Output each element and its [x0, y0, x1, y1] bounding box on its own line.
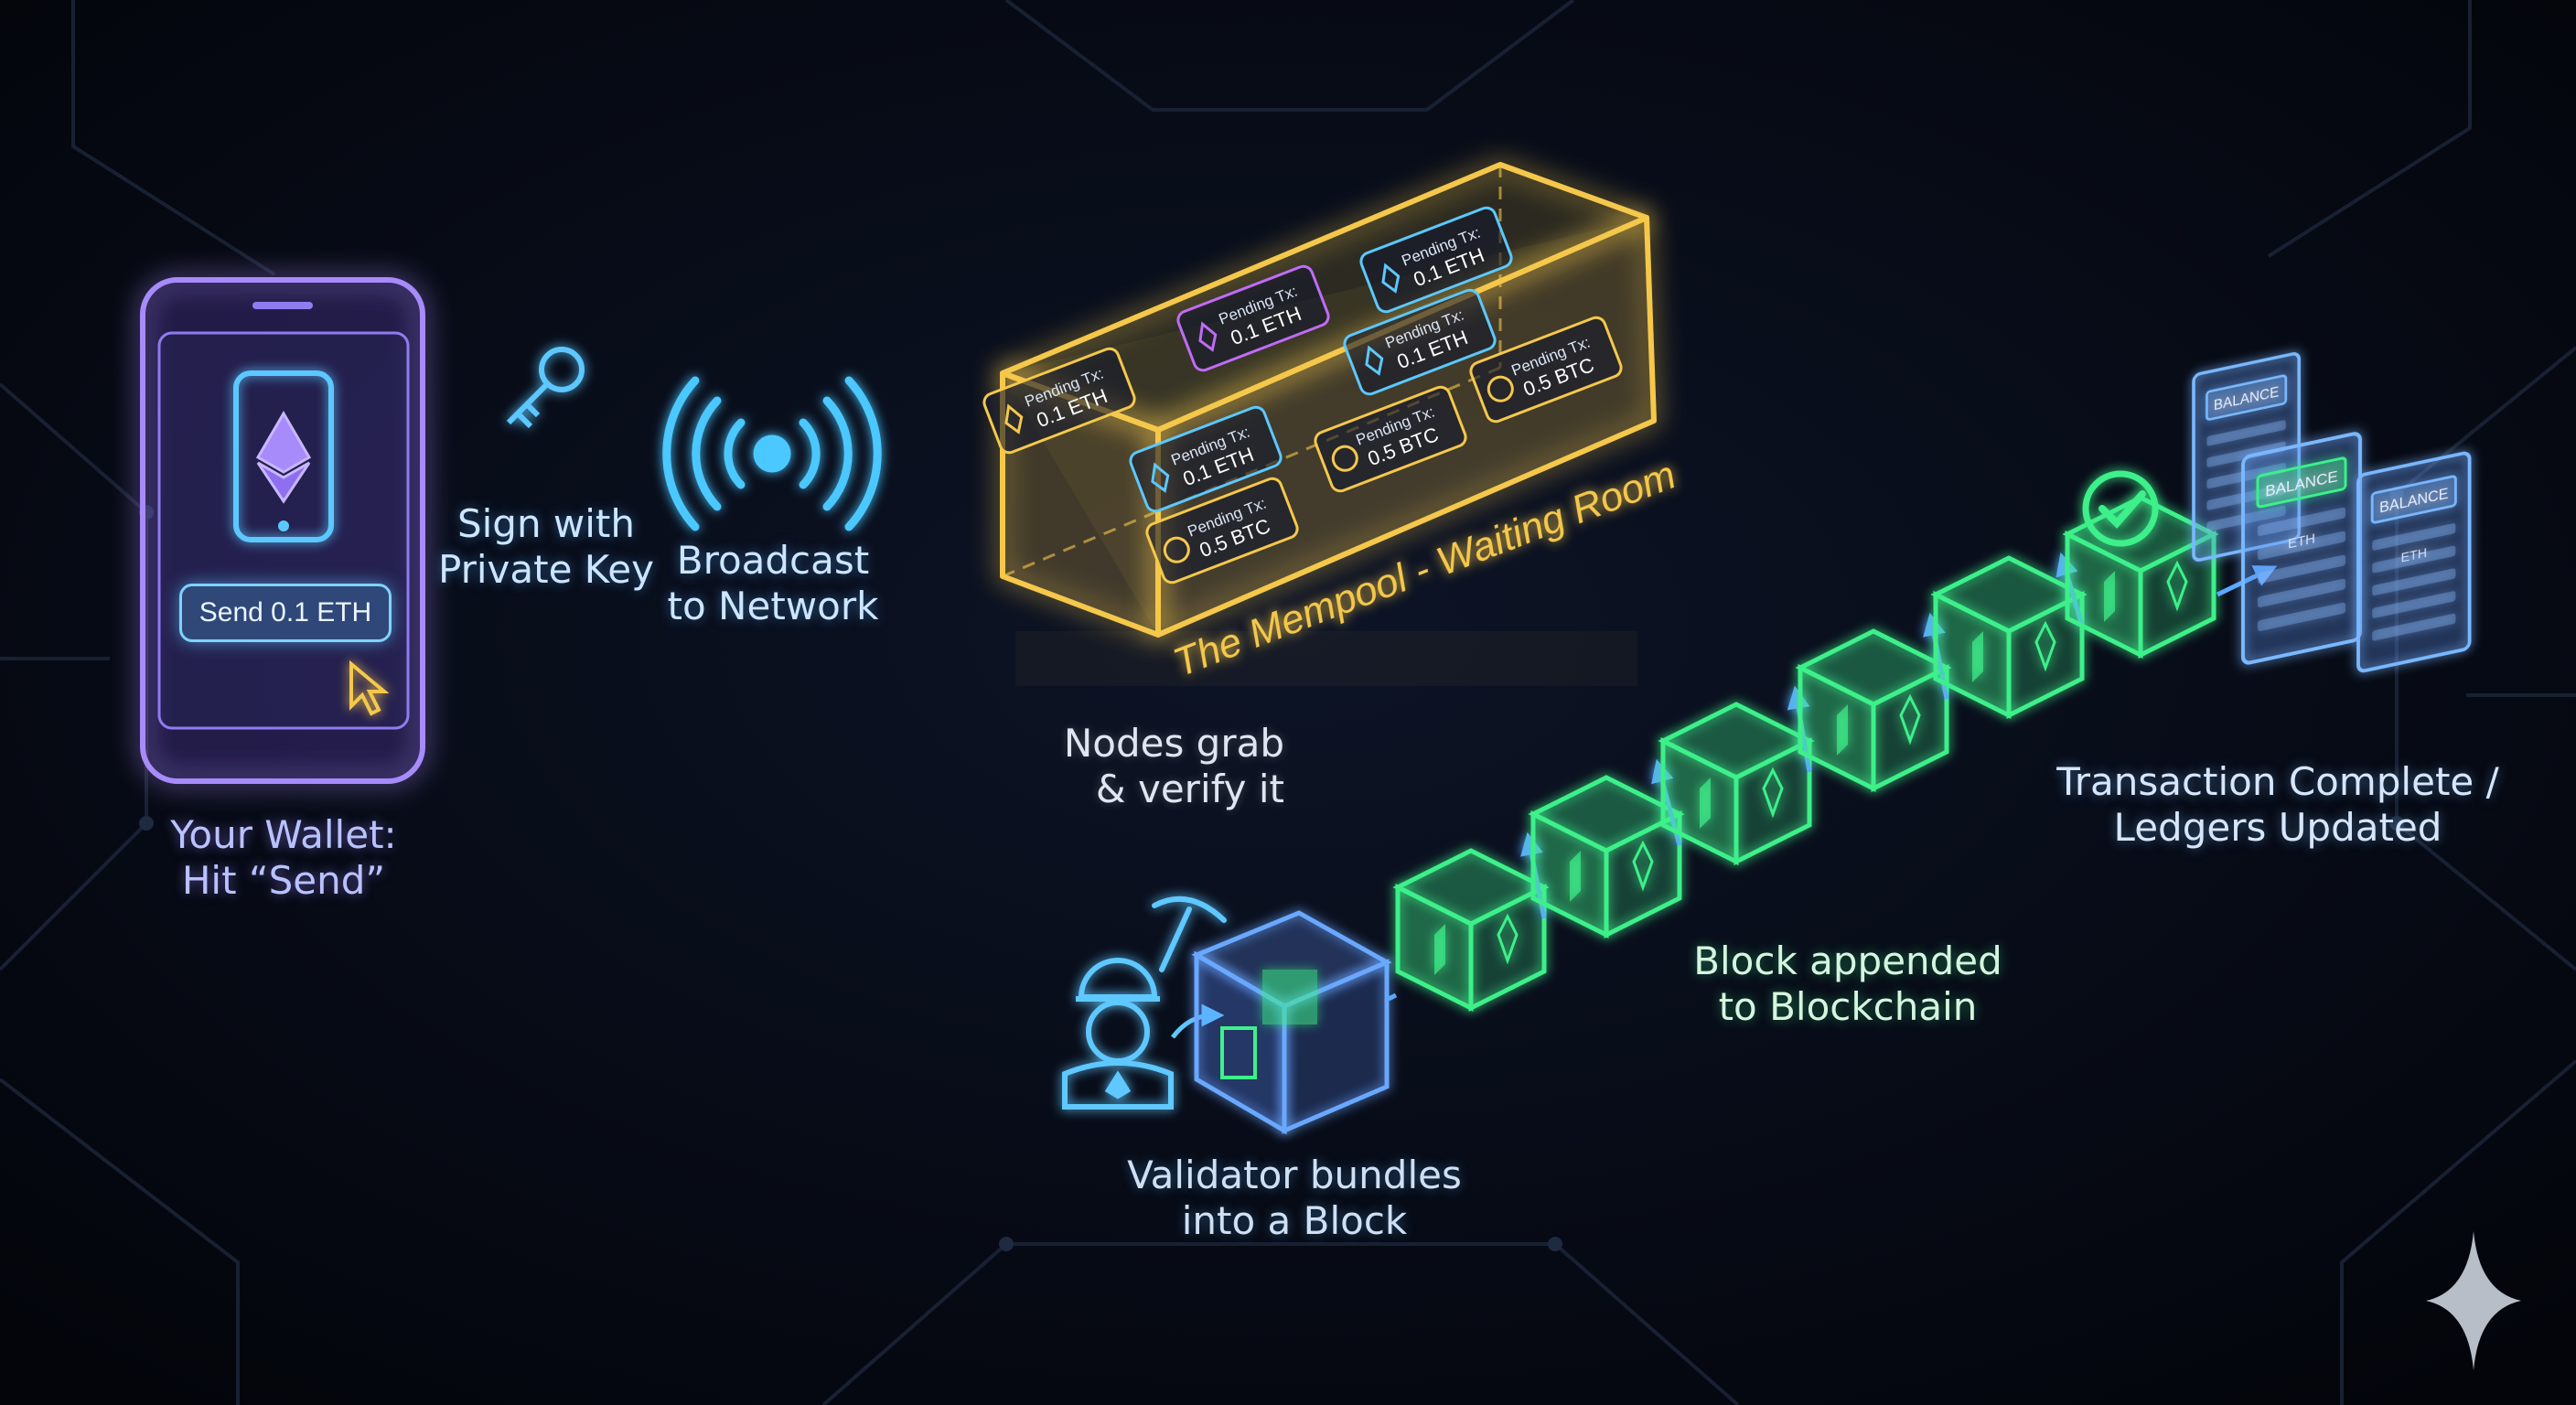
- pending-tx-card: Pending Tx:0.1 ETH: [1176, 264, 1330, 372]
- ethereum-icon: [1762, 767, 1784, 819]
- ethereum-icon: [1151, 462, 1170, 493]
- sign-label-line1: Sign with: [456, 501, 636, 546]
- bitcoin-icon: [1163, 536, 1190, 563]
- validator-label-line1: Validator bundles: [1127, 1153, 1462, 1197]
- blockchain-blocks: [1387, 495, 2278, 1013]
- cursor-icon: [349, 660, 390, 716]
- bitcoin-icon: [1331, 445, 1358, 472]
- chain-block: [1930, 552, 2088, 720]
- checkmark-icon: [2082, 470, 2159, 547]
- ledger-eth-tag: ETH: [2401, 546, 2427, 566]
- nodes-label-line1: Nodes grab: [1063, 721, 1284, 766]
- ethereum-icon: [1972, 631, 1983, 682]
- ethereum-icon: [2166, 560, 2188, 612]
- blockchain-label: Block appended to Blockchain: [1665, 938, 2031, 1030]
- ethereum-icon: [1434, 924, 1445, 975]
- pickaxe-icon: [1152, 896, 1227, 972]
- broadcast-label-line2: to Network: [667, 584, 879, 628]
- pending-tx-card: Pending Tx:0.1 ETH: [982, 347, 1136, 455]
- ethereum-icon: [1497, 913, 1519, 965]
- sparkle-icon: [2426, 1231, 2521, 1370]
- ethereum-icon: [2034, 620, 2056, 672]
- wallet-label-line2: Hit “Send”: [181, 858, 386, 903]
- wallet-label-line1: Your Wallet:: [170, 812, 397, 857]
- blockchain-label-line2: to Blockchain: [1718, 984, 1978, 1029]
- pending-tx-card: Pending Tx:0.5 BTC: [1145, 477, 1299, 585]
- ethereum-icon: [1570, 851, 1581, 902]
- validator-label: Validator bundles into a Block: [1098, 1153, 1491, 1244]
- complete-label: Transaction Complete / Ledgers Updated: [2031, 759, 2525, 851]
- nodes-label-line2: & verify it: [1095, 767, 1284, 811]
- ethereum-icon: [1004, 403, 1024, 434]
- validator-block: [1191, 910, 1392, 1135]
- sign-label-line2: Private Key: [438, 547, 654, 592]
- ethereum-icon: [1700, 778, 1711, 829]
- blockchain-label-line1: Block appended: [1693, 938, 2002, 983]
- complete-label-line2: Ledgers Updated: [2113, 805, 2442, 850]
- pending-tx-card: Pending Tx:0.5 BTC: [1314, 385, 1467, 493]
- ethereum-icon: [1899, 693, 1921, 745]
- broadcast-label-line1: Broadcast: [676, 538, 870, 583]
- pending-tx-card: Pending Tx:0.1 ETH: [1343, 288, 1497, 396]
- bitcoin-icon: [1487, 375, 1514, 402]
- ethereum-icon: [1632, 840, 1654, 892]
- ethereum-icon: [1381, 263, 1401, 294]
- validator-label-line2: into a Block: [1181, 1198, 1408, 1243]
- key-icon: [506, 347, 585, 429]
- ethereum-icon: [2104, 571, 2115, 622]
- nodes-label: Nodes grab & verify it: [1034, 721, 1284, 812]
- validator-to-chain-arrow: [1387, 992, 1398, 1002]
- broadcast-label: Broadcast to Network: [659, 538, 887, 629]
- ethereum-icon: [1198, 321, 1218, 352]
- chain-block: [1528, 758, 1685, 939]
- chain-block: [1658, 685, 1815, 866]
- ethereum-icon: [1365, 345, 1384, 376]
- pending-tx-card: Pending Tx:0.5 BTC: [1469, 316, 1623, 424]
- sign-label: Sign with Private Key: [437, 501, 655, 593]
- send-button[interactable]: Send 0.1 ETH: [179, 584, 392, 642]
- broadcast-icon: [662, 376, 882, 531]
- miner-icon: [1062, 958, 1174, 1110]
- wallet-label: Your Wallet: Hit “Send”: [137, 812, 430, 904]
- ethereum-icon: [1837, 704, 1848, 756]
- complete-label-line1: Transaction Complete /: [2056, 759, 2499, 804]
- ethereum-icon: [233, 370, 334, 542]
- ledger-eth-tag: ETH: [2288, 531, 2315, 552]
